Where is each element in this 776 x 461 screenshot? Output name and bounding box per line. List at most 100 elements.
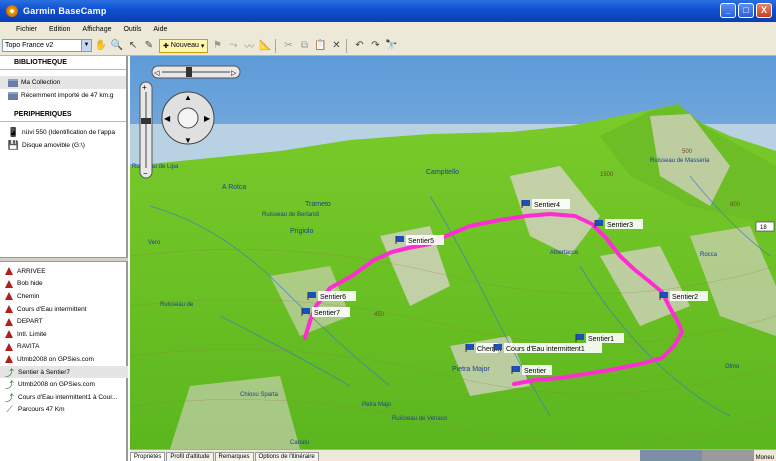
measure-icon[interactable]: 📐 (259, 40, 272, 51)
details-tabs: Propriétés Profil d'altitude Remarques O… (130, 449, 776, 461)
waypoint-sentier2[interactable]: Sentier2 (659, 291, 708, 301)
waypoint-label: Sentier6 (320, 294, 346, 301)
paste-icon[interactable]: 📋 (314, 40, 327, 51)
device-item-label: nüvi 550 (Identification de l'appa (22, 129, 116, 136)
panel-splitter[interactable] (0, 257, 128, 262)
minimize-button[interactable]: _ (720, 3, 736, 18)
maximize-button[interactable]: □ (738, 3, 754, 18)
waypoint-sentier4[interactable]: Sentier4 (521, 199, 570, 209)
waypoint-sentier6[interactable]: Sentier6 (307, 291, 356, 301)
device-item-nuvi[interactable]: 📱 nüvi 550 (Identification de l'appa (0, 126, 126, 139)
place-label: Ruisseau de Berlandi (262, 212, 319, 218)
waypoint-sentier1[interactable]: Sentier1 (575, 333, 624, 343)
tab-notes[interactable]: Remarques (214, 452, 254, 461)
library-header: BIBLIOTHEQUE (0, 56, 126, 70)
chevron-down-icon: ▾ (200, 42, 205, 50)
undo-icon[interactable]: ↶ (355, 40, 364, 51)
place-label: Canalu (290, 440, 309, 446)
place-label: Vero (148, 240, 161, 246)
place-label: Ruisseau de Masseria (650, 158, 710, 164)
zoom-icon[interactable]: 🔍 (110, 40, 124, 51)
toolbar-separator (346, 38, 348, 53)
menu-tools[interactable]: Outils (123, 25, 142, 33)
route-track-line[interactable] (303, 212, 684, 386)
new-button-label: Nouveau (170, 42, 199, 49)
chevron-down-icon: ▼ (81, 40, 91, 51)
list-item-label: Parcours 47 Km (18, 406, 65, 414)
flag-icon (4, 342, 14, 352)
list-item[interactable]: RAVITA (0, 341, 128, 354)
title-bar: Garmin BaseCamp _ □ X (0, 0, 776, 22)
list-item-label: Cours d'Eau intermittent1 à Cour... (18, 393, 118, 401)
route-tool-icon[interactable]: ⤳ (229, 40, 238, 51)
new-button[interactable]: ✚ Nouveau ▾ (159, 38, 209, 53)
waypoint-chemin[interactable]: Chemin (465, 343, 501, 353)
list-item-label: Cours d'Eau intermittent (17, 305, 87, 313)
copy-icon[interactable]: ⧉ (300, 40, 308, 51)
elevation-label: 1500 (600, 172, 614, 178)
list-item[interactable]: ⤴ Cours d'Eau intermittent1 à Cour... (0, 391, 128, 404)
device-item-removable-disk[interactable]: 💾 Disque amovible (G:\) (0, 139, 126, 152)
pencil-icon[interactable]: ✎ (144, 40, 154, 51)
place-label: Albertacce (550, 250, 579, 256)
waypoint-sentier5[interactable]: Sentier5 (395, 235, 444, 245)
redo-icon[interactable]: ↷ (371, 40, 380, 51)
hand-tool-icon[interactable]: ✋ (94, 40, 108, 51)
tilt-slider-handle (186, 67, 192, 77)
waypoint-sentier[interactable]: Sentier (511, 365, 552, 375)
waypoint-tool-icon[interactable]: ⚑ (212, 40, 222, 51)
list-item[interactable]: ⤴Utmb2008 on GPSies.com (0, 378, 128, 391)
list-item[interactable]: ARRIVEE (0, 265, 128, 278)
rock-patch (270, 266, 350, 336)
map-select[interactable]: Topo France v2 ▼ (2, 39, 92, 52)
menu-view[interactable]: Affichage (82, 25, 112, 33)
waypoint-sentier3[interactable]: Sentier3 (594, 219, 643, 229)
list-item[interactable]: Intl. Limite (0, 328, 128, 341)
map-canvas[interactable]: Sentier4 Sentier3 Sentier5 Sentier6 Sent… (130, 56, 776, 449)
list-item-label: ARRIVEE (17, 267, 46, 275)
pan-control[interactable]: ▲ ▼ ◀ ▶ (161, 91, 215, 145)
library-item-my-collection[interactable]: Ma Collection (0, 76, 126, 89)
tab-route-options[interactable]: Options de l'itinéraire (254, 452, 319, 461)
tilt-flat-icon: ◁ (154, 70, 160, 77)
menu-edit[interactable]: Edition (49, 25, 71, 33)
zoom-slider[interactable]: + − (139, 81, 153, 179)
garmin-logo-icon (6, 5, 18, 17)
pan-down-icon: ▼ (184, 136, 192, 145)
waypoint-label: Sentier2 (672, 294, 698, 301)
list-item[interactable]: Bob hide (0, 278, 128, 291)
library-item-recent-import[interactable]: Récemment importé de 47 km.g (0, 89, 126, 102)
zoom-slider-handle (141, 118, 151, 124)
menu-file[interactable]: Fichier (16, 25, 38, 33)
tab-properties[interactable]: Propriétés (130, 452, 166, 461)
route-icon: ⤴ (4, 392, 14, 403)
tab-elevation-profile[interactable]: Profil d'altitude (166, 452, 214, 461)
list-item[interactable]: Chemin (0, 290, 128, 303)
road-badge: 18 (755, 221, 775, 232)
waypoint-sentier7[interactable]: Sentier7 (301, 307, 350, 317)
list-item[interactable]: Utmb2008 on GPSies.com (0, 353, 128, 366)
select-arrow-icon[interactable]: ↖ (128, 40, 138, 51)
delete-icon[interactable]: ✕ (332, 40, 341, 51)
elevation-label: 500 (682, 149, 693, 155)
list-item-label: Intl. Limite (17, 330, 47, 338)
list-item[interactable]: Cours d'Eau intermittent (0, 303, 128, 316)
place-label: Olmo (725, 364, 740, 370)
find-icon[interactable]: 🔭 (385, 40, 398, 51)
elevation-labels: 500 1500 450 800 (374, 149, 741, 318)
waypoint-label: Sentier4 (534, 202, 560, 209)
toolbar-separator (275, 38, 277, 53)
cut-icon[interactable]: ✂ (284, 40, 293, 51)
list-item-label: Utmb2008 on GPSies.com (18, 381, 95, 389)
track-tool-icon[interactable]: 〰 (244, 42, 255, 53)
tilt-slider[interactable]: ◁ ▷ (151, 65, 241, 79)
list-item[interactable]: ⤴Sentier à Sentier7 (0, 365, 128, 379)
streams (149, 175, 771, 417)
waypoint-cours-deau[interactable]: Cours d'Eau intermittent1 (493, 343, 602, 353)
list-item[interactable]: DEPART (0, 315, 128, 328)
menu-help[interactable]: Aide (153, 25, 168, 33)
close-button[interactable]: X (756, 3, 772, 18)
list-item[interactable]: ⟋Parcours 47 Km (0, 404, 128, 417)
place-label: Prigiolo (290, 228, 313, 235)
map-view[interactable]: Sentier4 Sentier3 Sentier5 Sentier6 Sent… (130, 56, 776, 449)
